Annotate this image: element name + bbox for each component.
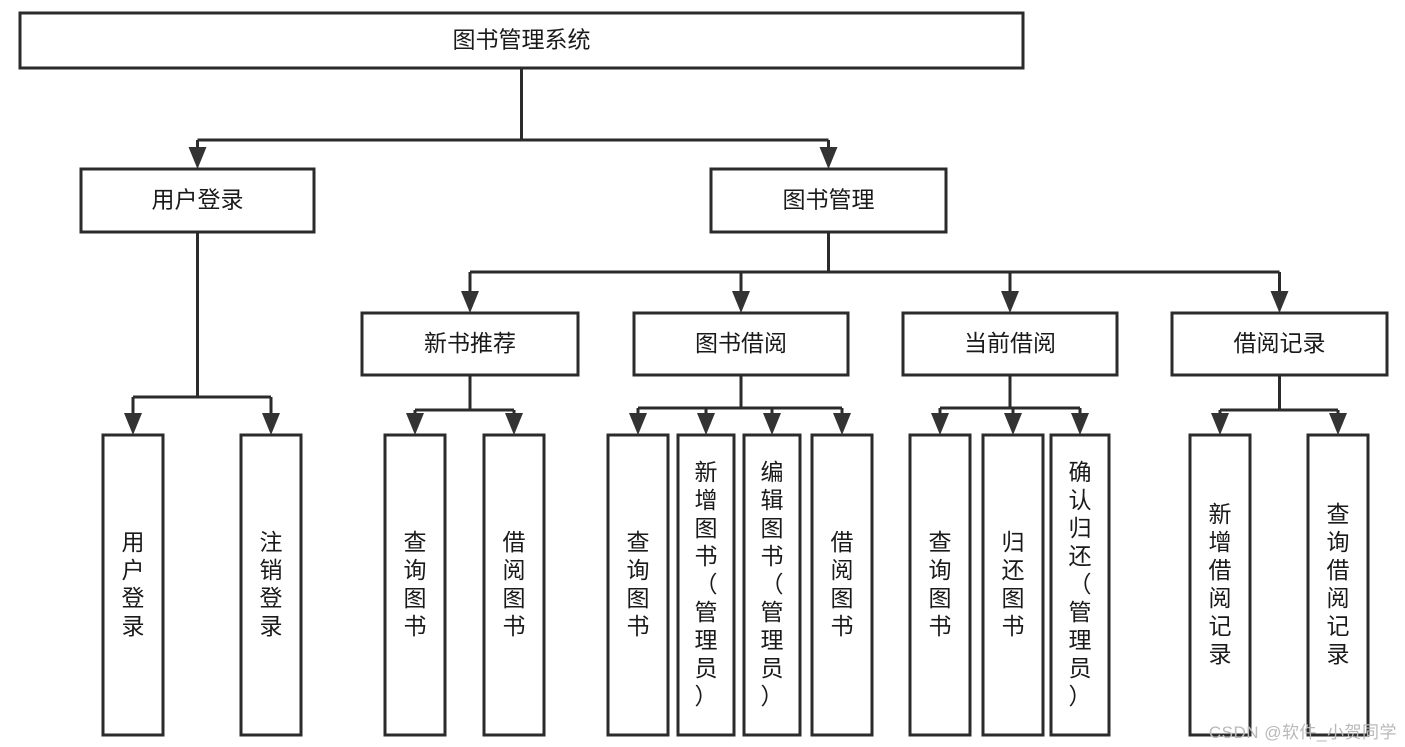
node-label: 图书借阅 bbox=[695, 330, 787, 356]
arrow-head-icon bbox=[188, 147, 207, 169]
node-label: 用户登录 bbox=[122, 529, 145, 639]
node-box[interactable] bbox=[606, 433, 670, 737]
node-root[interactable]: 图书管理系统 bbox=[18, 11, 1025, 70]
node-box[interactable] bbox=[901, 311, 1119, 377]
node-leaf-new-borrow[interactable]: 借阅图书 bbox=[482, 433, 546, 737]
node-box[interactable] bbox=[383, 433, 447, 737]
arrow-head-icon bbox=[124, 413, 142, 435]
node-label: 注销登录 bbox=[260, 529, 283, 639]
node-label: 新增图书（管理员） bbox=[695, 459, 718, 709]
arrow-head-icon bbox=[819, 147, 838, 169]
node-label: 归还图书 bbox=[1002, 529, 1025, 639]
node-label: 查询图书 bbox=[929, 529, 952, 639]
edges-layer bbox=[124, 68, 1347, 435]
node-leaf-borrow-add[interactable]: 新增图书（管理员） bbox=[676, 433, 736, 737]
node-label: 图书管理系统 bbox=[453, 27, 591, 53]
node-newbook[interactable]: 新书推荐 bbox=[360, 311, 580, 377]
arrow-head-icon bbox=[833, 413, 851, 435]
node-leaf-borrow-do[interactable]: 借阅图书 bbox=[810, 433, 874, 737]
node-label: 借阅记录 bbox=[1234, 330, 1326, 356]
node-label: 借阅图书 bbox=[831, 529, 854, 639]
node-box[interactable] bbox=[239, 433, 303, 737]
arrow-head-icon bbox=[1004, 413, 1022, 435]
node-label: 借阅图书 bbox=[503, 529, 526, 639]
node-box[interactable] bbox=[1306, 433, 1370, 737]
node-current[interactable]: 当前借阅 bbox=[901, 311, 1119, 377]
node-box[interactable] bbox=[908, 433, 972, 737]
node-label: 用户登录 bbox=[152, 187, 244, 213]
node-leaf-borrow-query[interactable]: 查询图书 bbox=[606, 433, 670, 737]
node-label: 查询图书 bbox=[404, 529, 427, 639]
node-label: 确认归还（管理员） bbox=[1069, 459, 1092, 709]
arrow-head-icon bbox=[1211, 413, 1229, 435]
node-leaf-cur-return[interactable]: 归还图书 bbox=[981, 433, 1045, 737]
node-label: 查询借阅记录 bbox=[1327, 501, 1350, 667]
arrow-head-icon bbox=[697, 413, 715, 435]
node-box[interactable] bbox=[676, 433, 736, 737]
node-box[interactable] bbox=[18, 11, 1025, 70]
arrow-head-icon bbox=[461, 291, 479, 313]
arrow-head-icon bbox=[1071, 413, 1089, 435]
node-box[interactable] bbox=[709, 167, 948, 234]
arrow-head-icon bbox=[763, 413, 781, 435]
node-leaf-user-login[interactable]: 用户登录 bbox=[101, 433, 165, 737]
node-records[interactable]: 借阅记录 bbox=[1170, 311, 1389, 377]
arrow-head-icon bbox=[931, 413, 949, 435]
node-bookmgmt[interactable]: 图书管理 bbox=[709, 167, 948, 234]
node-label: 新增借阅记录 bbox=[1209, 501, 1232, 667]
node-box[interactable] bbox=[1188, 433, 1252, 737]
node-box[interactable] bbox=[1049, 433, 1111, 737]
nodes-layer: 图书管理系统用户登录图书管理新书推荐图书借阅当前借阅借阅记录用户登录注销登录查询… bbox=[18, 11, 1389, 737]
node-label: 当前借阅 bbox=[964, 330, 1056, 356]
node-leaf-new-query[interactable]: 查询图书 bbox=[383, 433, 447, 737]
node-label: 查询图书 bbox=[627, 529, 650, 639]
watermark-label: CSDN @软件_小贺同学 bbox=[1208, 723, 1397, 742]
arrow-head-icon bbox=[1001, 291, 1019, 313]
node-box[interactable] bbox=[742, 433, 802, 737]
arrow-head-icon bbox=[262, 413, 280, 435]
node-box[interactable] bbox=[1170, 311, 1389, 377]
node-label: 图书管理 bbox=[783, 187, 875, 213]
node-box[interactable] bbox=[981, 433, 1045, 737]
node-box[interactable] bbox=[360, 311, 580, 377]
arrow-head-icon bbox=[629, 413, 647, 435]
arrow-head-icon bbox=[406, 413, 424, 435]
arrow-head-icon bbox=[1329, 413, 1347, 435]
node-login[interactable]: 用户登录 bbox=[79, 167, 316, 234]
node-leaf-rec-query[interactable]: 查询借阅记录 bbox=[1306, 433, 1370, 737]
node-box[interactable] bbox=[632, 311, 850, 377]
node-borrow[interactable]: 图书借阅 bbox=[632, 311, 850, 377]
node-leaf-cur-confirm[interactable]: 确认归还（管理员） bbox=[1049, 433, 1111, 737]
node-box[interactable] bbox=[482, 433, 546, 737]
node-box[interactable] bbox=[101, 433, 165, 737]
arrow-head-icon bbox=[505, 413, 523, 435]
node-box[interactable] bbox=[810, 433, 874, 737]
node-leaf-rec-add[interactable]: 新增借阅记录 bbox=[1188, 433, 1252, 737]
node-label: 新书推荐 bbox=[424, 330, 516, 356]
node-leaf-cur-query[interactable]: 查询图书 bbox=[908, 433, 972, 737]
node-leaf-borrow-edit[interactable]: 编辑图书（管理员） bbox=[742, 433, 802, 737]
node-box[interactable] bbox=[79, 167, 316, 234]
arrow-head-icon bbox=[1270, 291, 1289, 313]
node-label: 编辑图书（管理员） bbox=[761, 459, 784, 709]
node-leaf-user-logout[interactable]: 注销登录 bbox=[239, 433, 303, 737]
arrow-head-icon bbox=[732, 291, 750, 313]
